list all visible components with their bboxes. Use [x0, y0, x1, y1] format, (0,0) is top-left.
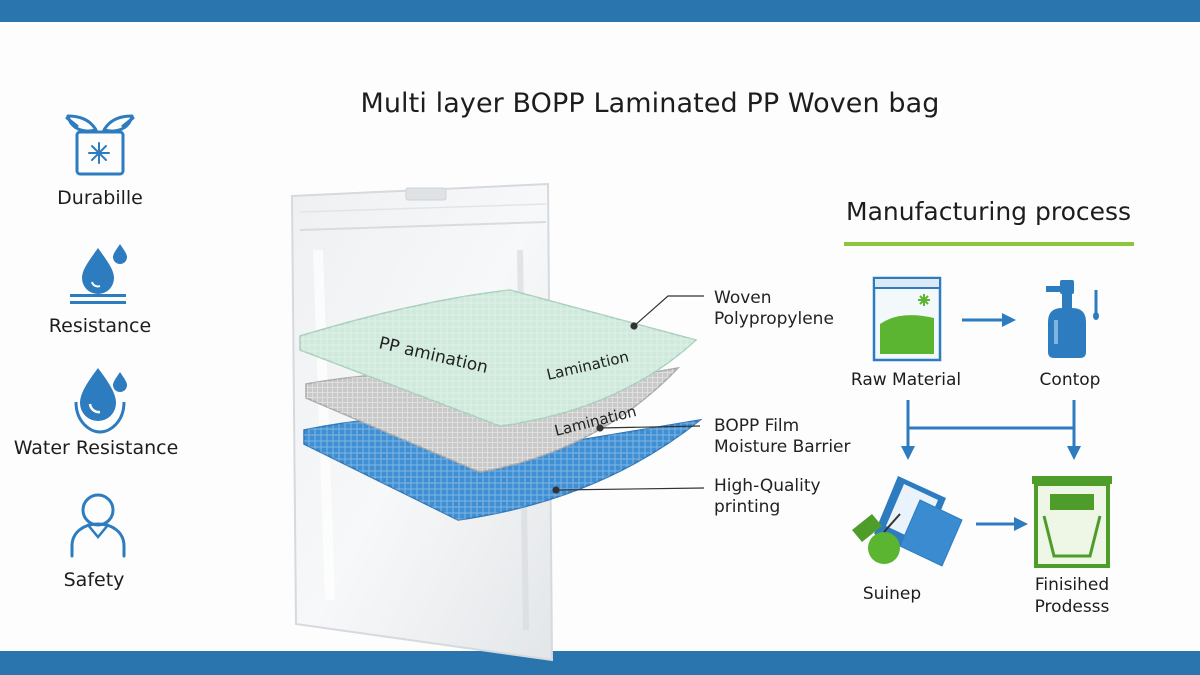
process-title: Manufacturing process [846, 197, 1132, 226]
finished-bag-icon [1032, 476, 1112, 568]
top-band [0, 0, 1200, 22]
callout-bopp: BOPP Film Moisture Barrier [714, 416, 851, 458]
callout-lines [552, 295, 705, 494]
callout-woven: Woven Polypropylene [714, 288, 834, 330]
step-label-raw-material: Raw Material [850, 370, 962, 390]
raw-material-bag-icon [872, 276, 942, 362]
person-icon [70, 493, 126, 558]
spray-bottle-icon [1046, 280, 1099, 358]
callout-printing-line1: High-Quality [714, 476, 821, 496]
callout-woven-line1: Woven [714, 288, 772, 308]
callout-printing: High-Quality printing [714, 476, 821, 518]
feature-label-safety: Safety [63, 569, 125, 591]
step-label-suinep: Suinep [862, 584, 922, 604]
step-label-finished-line1: Finisihed [1034, 575, 1110, 595]
callout-bopp-line1: BOPP Film [714, 416, 800, 436]
step-label-finished: Finisihed Prodesss [972, 574, 1172, 618]
feature-label-durability: Durabille [57, 187, 143, 209]
step-label-contop: Contop [1039, 370, 1101, 390]
callout-printing-line2: printing [714, 497, 781, 517]
feature-label-water-resistance: Water Resistance [13, 437, 179, 459]
droplet-hand-icon [74, 368, 127, 434]
process-arrows [901, 313, 1081, 531]
droplet-shield-icon [70, 244, 127, 304]
page-title: Multi layer BOPP Laminated PP Woven bag [360, 88, 940, 119]
callout-bopp-line2: Moisture Barrier [714, 437, 851, 457]
box-leaf-icon [65, 114, 135, 176]
bottom-band [0, 651, 1200, 675]
feature-label-resistance: Resistance [48, 315, 152, 337]
woven-layer [299, 289, 698, 427]
step-label-finished-line2: Prodesss [1034, 597, 1110, 617]
callout-woven-line2: Polypropylene [714, 309, 834, 329]
sealing-tool-icon [852, 476, 963, 567]
process-title-underline [844, 242, 1134, 246]
